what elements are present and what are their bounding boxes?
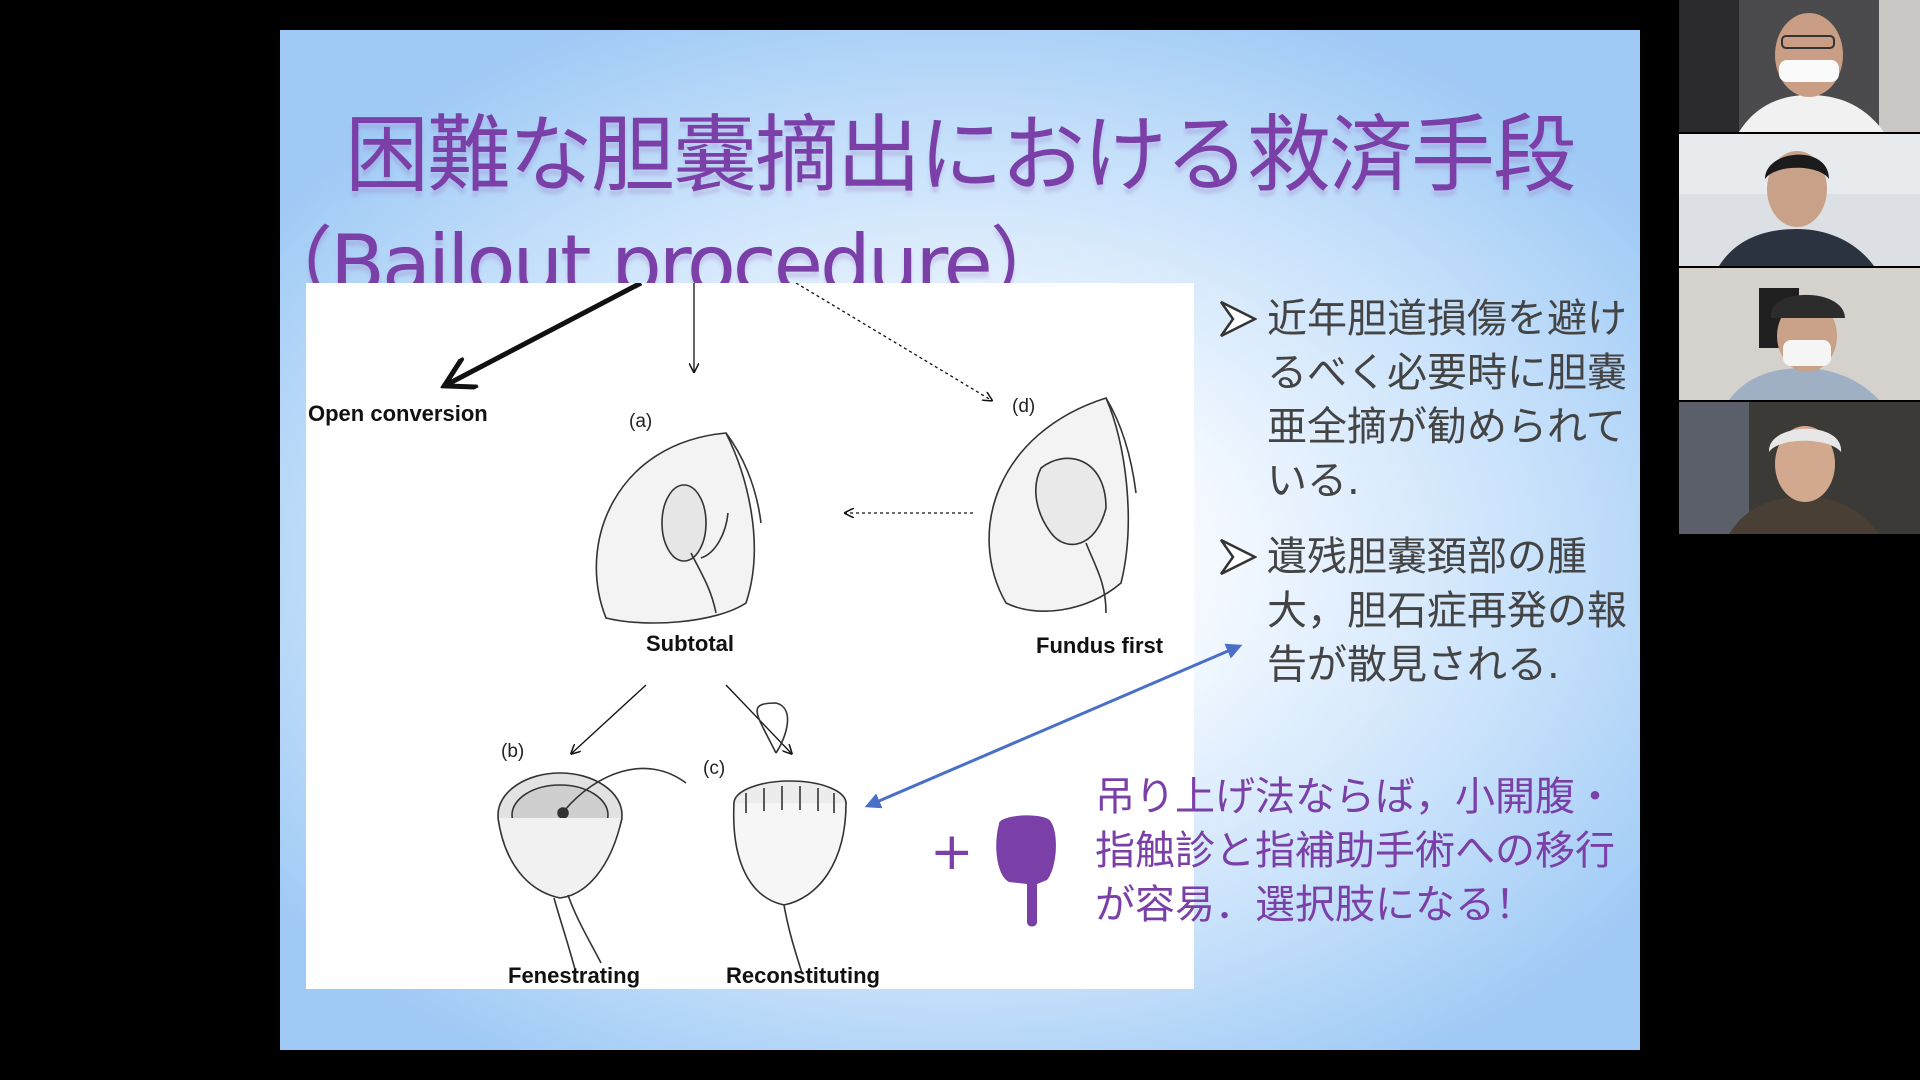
person-avatar-icon (1679, 402, 1920, 534)
connector-arrow (864, 643, 1243, 809)
open-conversion-arrow (446, 283, 643, 385)
note-text: 吊り上げ法ならば，小開腹・指触診と指補助手術への移行が容易．選択肢になる！ (1095, 774, 1615, 928)
fenestrating-label: Fenestrating (508, 963, 641, 988)
bullet-item: 遺残胆嚢頚部の腫大，胆石症再発の報告が散見される. (1215, 530, 1635, 692)
subtotal-drawing (595, 432, 762, 624)
plus-sign: + (930, 822, 974, 882)
fundus-first-arrow (795, 283, 991, 400)
reconstituting-label: Reconstituting (726, 963, 880, 988)
participant-video-2[interactable] (1679, 134, 1920, 266)
participant-video-3[interactable] (1679, 268, 1920, 400)
slide-title: 困難な胆嚢摘出における救済手段 (344, 106, 1577, 204)
presentation-slide: 困難な胆嚢摘出における救済手段 （Bailout procedure） (280, 30, 1640, 1050)
bullet-list: 近年胆道損傷を避けるべく必要時に胆嚢亜全摘が勧められている. 遺残胆嚢頚部の腫大… (1215, 292, 1635, 714)
figure-drawing (306, 283, 1137, 974)
figure-label-c: (c) (703, 758, 726, 779)
bullet-item: 近年胆道損傷を避けるべく必要時に胆嚢亜全摘が勧められている. (1215, 292, 1635, 508)
reconstituting-drawing (732, 702, 847, 974)
bullet-text: 遺残胆嚢頚部の腫大，胆石症再発の報告が散見される. (1267, 534, 1627, 688)
fenestrating-arrow (572, 684, 647, 753)
pointing-hand-icon (996, 815, 1056, 927)
fenestrating-drawing (497, 767, 687, 974)
subtotal-label: Subtotal (646, 631, 734, 656)
bullet-arrow-icon (1219, 300, 1257, 338)
fundus-first-drawing (988, 397, 1137, 614)
person-avatar-icon (1679, 134, 1920, 266)
figure-label-a: (a) (629, 411, 653, 432)
figure-label-b: (b) (501, 741, 525, 762)
participant-video-4[interactable] (1679, 402, 1920, 534)
figure-label-d: (d) (1012, 396, 1036, 417)
bullet-text: 近年胆道損傷を避けるべく必要時に胆嚢亜全摘が勧められている. (1267, 296, 1627, 504)
bullet-arrow-icon (1219, 538, 1257, 576)
open-conversion-label: Open conversion (308, 401, 488, 426)
participant-video-1[interactable] (1679, 0, 1920, 132)
person-avatar-icon (1679, 0, 1920, 132)
person-avatar-icon (1679, 268, 1920, 400)
